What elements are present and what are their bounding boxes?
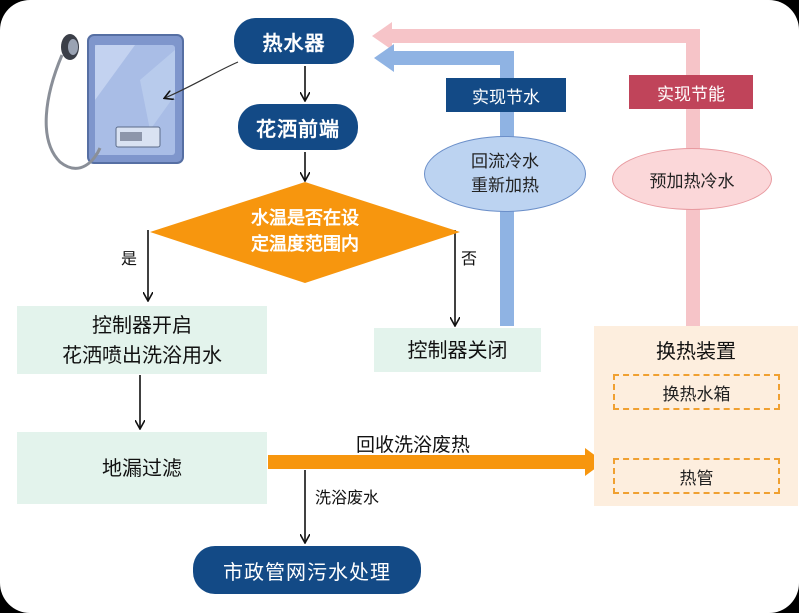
water-return-head: [374, 44, 394, 72]
decision-label: 水温是否在设 定温度范围内: [251, 208, 359, 255]
illustration-pointer: [165, 61, 239, 98]
waste-water-label: 洗浴废水: [315, 488, 380, 507]
water-heater-node: 热水器: [234, 18, 354, 64]
floor-drain-node: 地漏过滤: [17, 432, 267, 504]
heat-recovery-arrow-shaft: [268, 455, 590, 469]
water-heater-illustration: [44, 34, 184, 170]
yes-label: 是: [121, 249, 138, 268]
controller-on-node: 控制器开启 花洒喷出洗浴用水: [17, 306, 267, 374]
energy-return-head: [372, 22, 392, 50]
water-return-horizontal: [392, 51, 514, 65]
shower-head-node: 花洒前端: [238, 104, 358, 150]
preheat-ellipse: 预加热冷水: [612, 148, 772, 210]
heat-exchanger-panel: [594, 326, 798, 506]
heat-pipe-box: 热管: [613, 458, 780, 494]
energy-return-horizontal: [390, 29, 700, 43]
recover-heat-label: 回收洗浴废热: [356, 434, 471, 456]
heat-tank-box: 换热水箱: [613, 374, 780, 410]
sewage-node: 市政管网污水处理: [193, 546, 421, 594]
save-energy-tag: 实现节能: [629, 75, 753, 109]
controller-off-node: 控制器关闭: [374, 328, 541, 372]
decision-diamond: [150, 182, 460, 283]
recirculate-ellipse: 回流冷水 重新加热: [424, 136, 586, 212]
no-label: 否: [461, 249, 478, 268]
heat-exchanger-title: 换热装置: [656, 338, 736, 363]
save-water-tag: 实现节水: [446, 78, 566, 112]
